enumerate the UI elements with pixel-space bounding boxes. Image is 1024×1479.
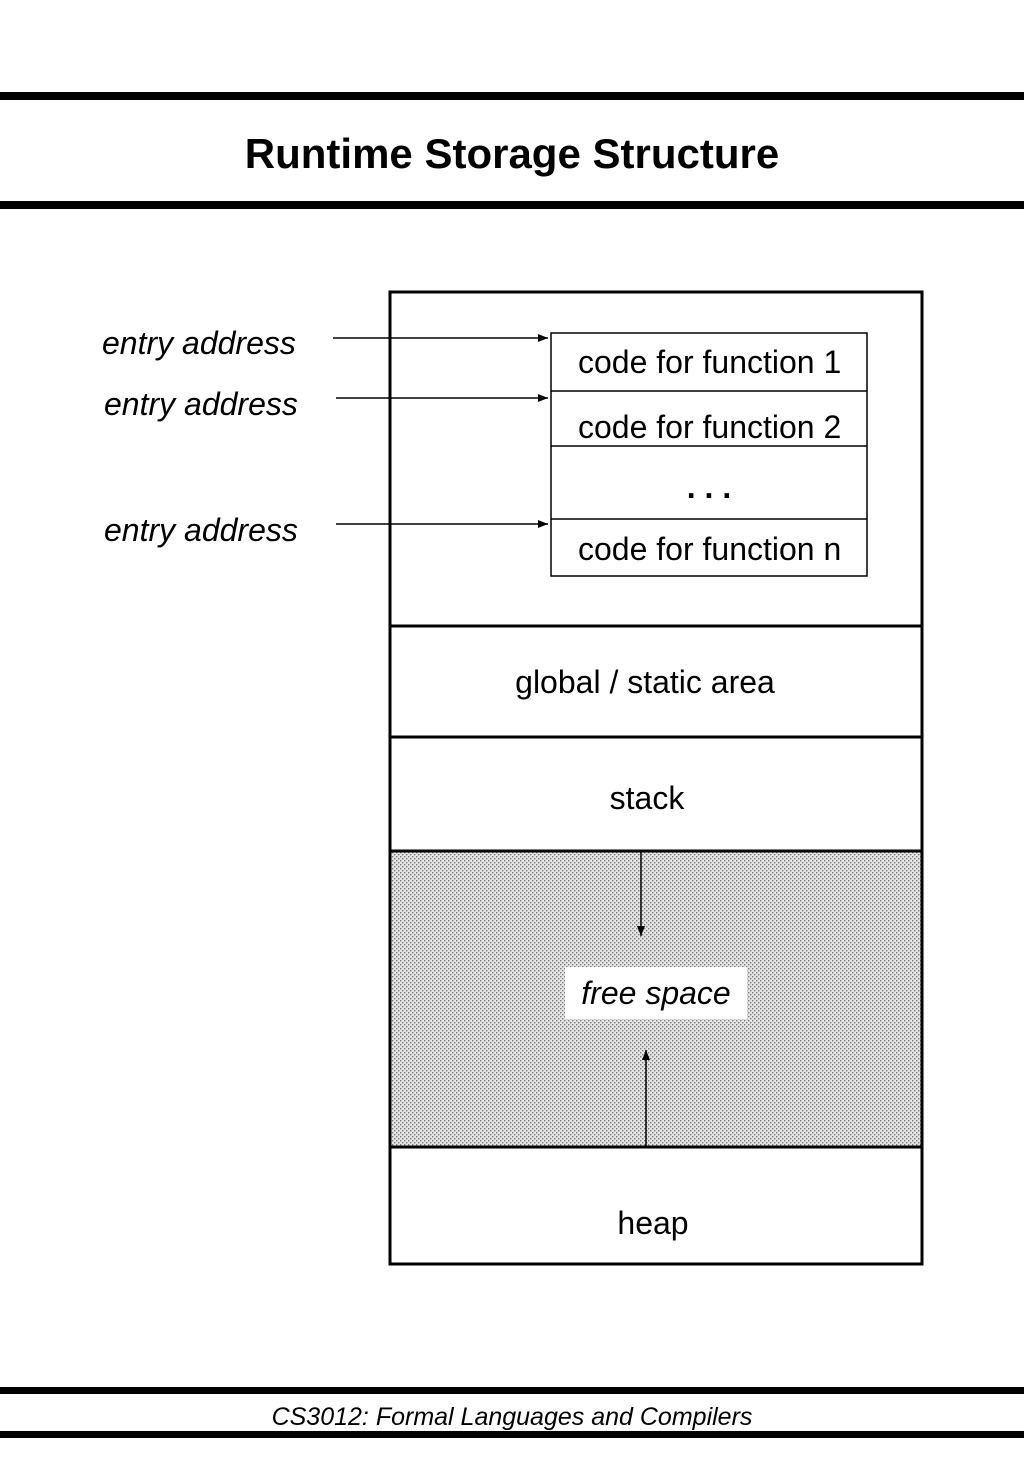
global-static-area-label: global / static area <box>515 664 775 700</box>
stack-label: stack <box>609 780 685 816</box>
top-rule-lower <box>0 201 1024 209</box>
course-footer: CS3012: Formal Languages and Compilers <box>271 1403 753 1431</box>
code-area-box <box>550 332 868 577</box>
entry-address-label: entry address <box>102 325 296 361</box>
heap-label: heap <box>617 1205 689 1241</box>
function-code-label: code for function 1 <box>578 344 842 380</box>
bottom-rule-lower <box>0 1431 1024 1438</box>
bottom-rule-upper <box>0 1387 1024 1394</box>
top-rule-upper <box>0 92 1024 100</box>
ellipsis-label: . . . <box>686 469 732 505</box>
function-code-label: code for function 2 <box>578 409 842 445</box>
entry-address-label: entry address <box>104 512 298 548</box>
page-title: Runtime Storage Structure <box>244 130 780 177</box>
memory-outline <box>388 290 924 1266</box>
free-space-label-background <box>565 967 747 1019</box>
entry-address-label: entry address <box>104 386 298 422</box>
free-space-label: free space <box>581 975 731 1011</box>
function-code-label: code for function n <box>578 531 842 567</box>
